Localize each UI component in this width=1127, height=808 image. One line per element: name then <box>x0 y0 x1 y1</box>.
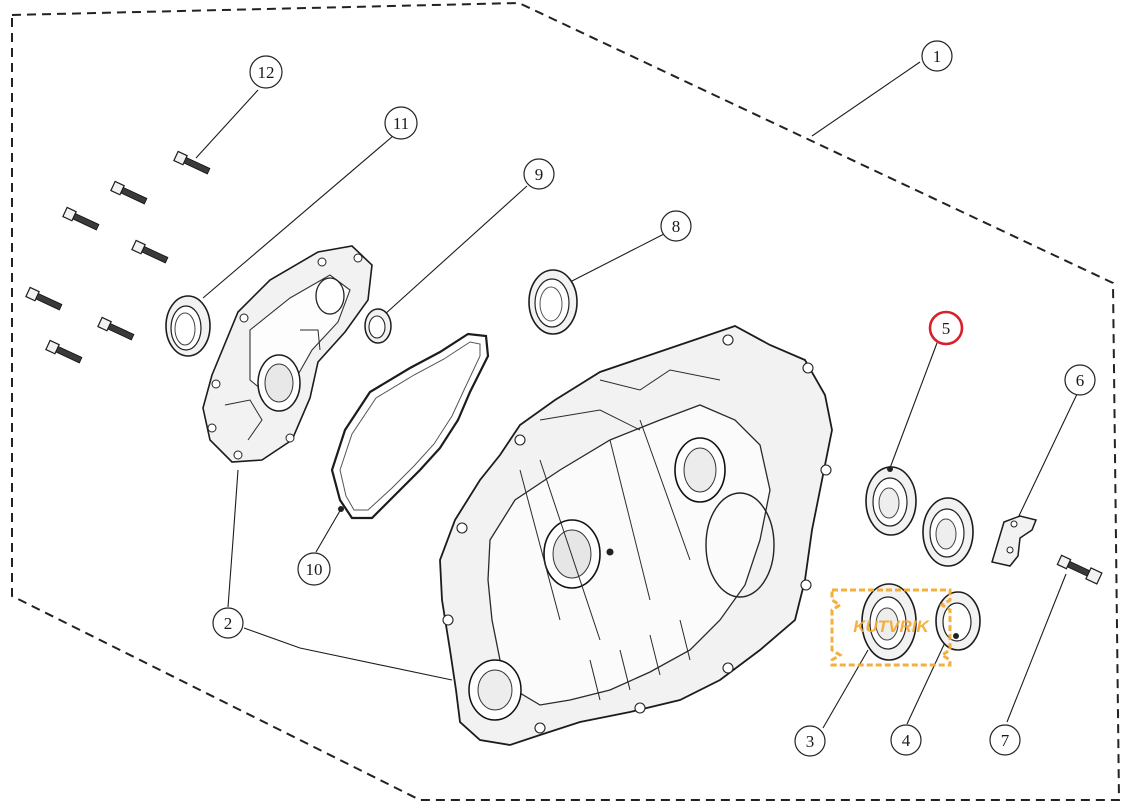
oil-seal-11 <box>165 295 211 357</box>
callout-8: 8 <box>660 210 692 242</box>
callout-label: 3 <box>806 732 815 751</box>
callout-12: 12 <box>249 55 283 89</box>
bolt-set-12 <box>25 150 211 364</box>
callout-10: 10 <box>297 552 331 586</box>
oil-seal-8 <box>528 269 578 335</box>
bearing-5 <box>865 466 917 536</box>
leader-lines <box>195 61 1079 729</box>
crankcase-cover <box>202 245 373 463</box>
watermark-logo: KUTVRIK <box>830 588 952 667</box>
callout-label: 7 <box>1001 731 1010 750</box>
retainer-plate-6 <box>991 515 1038 567</box>
callout-label: 11 <box>393 114 409 133</box>
callout-6: 6 <box>1064 364 1096 396</box>
gasket-10 <box>330 332 490 520</box>
callout-3: 3 <box>794 725 826 757</box>
callout-label: 12 <box>258 63 275 82</box>
crankcase-main <box>439 325 833 746</box>
callout-label: 2 <box>224 614 233 633</box>
callout-label: 8 <box>672 217 681 236</box>
bolt-7 <box>1056 554 1103 585</box>
bearing-4 <box>935 591 981 651</box>
callout-4: 4 <box>890 724 922 756</box>
callout-9: 9 <box>523 158 555 190</box>
callout-label: 6 <box>1076 371 1085 390</box>
bearing-3 <box>861 583 917 661</box>
callout-label: 10 <box>306 560 323 579</box>
bearing-unlabeled <box>922 497 974 567</box>
callout-label: 9 <box>535 165 544 184</box>
callout-7: 7 <box>989 724 1021 756</box>
oil-seal-9 <box>364 308 392 344</box>
assembly-boundary <box>11 1 1121 801</box>
callout-label: 4 <box>902 731 911 750</box>
callout-label: 5 <box>942 319 951 338</box>
callout-1: 1 <box>921 40 953 72</box>
callout-2: 2 <box>212 607 244 639</box>
callout-5-highlighted: 5 <box>928 310 964 346</box>
callout-11: 11 <box>384 106 418 140</box>
watermark-text: KUTVRIK <box>853 617 930 636</box>
callout-label: 1 <box>933 47 942 66</box>
